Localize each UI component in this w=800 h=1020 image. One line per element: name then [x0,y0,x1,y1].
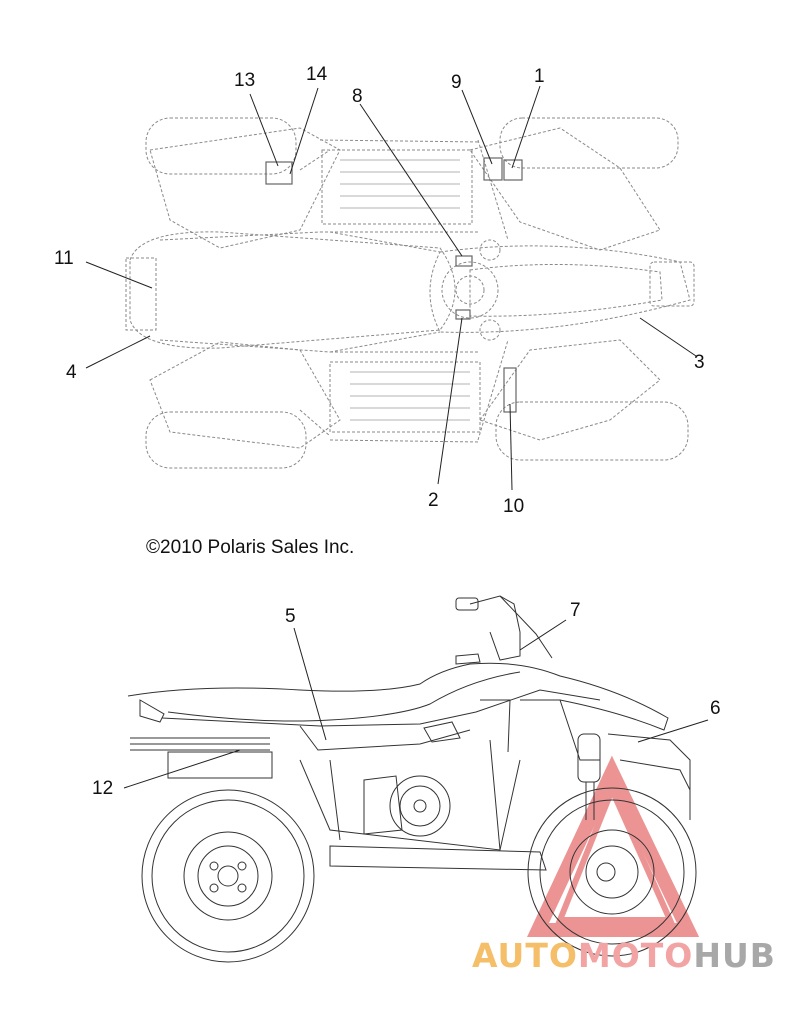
watermark-triangle [526,755,700,937]
top-leader-lines [85,85,697,491]
callout-6: 6 [710,698,721,719]
callout-9: 9 [451,72,462,93]
side-view-atv [127,595,697,963]
callout-3: 3 [694,352,705,373]
top-view-atv [125,117,695,469]
side-leader-lines [123,619,709,789]
watermark-part-hub: HUB [693,936,776,975]
callout-2: 2 [428,490,439,511]
callout-11: 11 [54,248,74,269]
copyright-text: ©2010 Polaris Sales Inc. [146,537,355,558]
callout-1: 1 [534,66,545,87]
watermark-logo: AUTOMOTOHUB [472,936,776,975]
callout-5: 5 [285,606,296,627]
watermark-part-moto: MOTO [577,936,694,975]
watermark-part-auto: AUTO [472,936,578,975]
callout-4: 4 [66,362,77,383]
callout-12: 12 [92,778,114,799]
callout-13: 13 [234,70,256,91]
callout-10: 10 [503,496,525,517]
callout-8: 8 [352,86,363,107]
callout-14: 14 [306,64,328,85]
footwell-texture [340,159,470,421]
callout-7: 7 [570,600,581,621]
